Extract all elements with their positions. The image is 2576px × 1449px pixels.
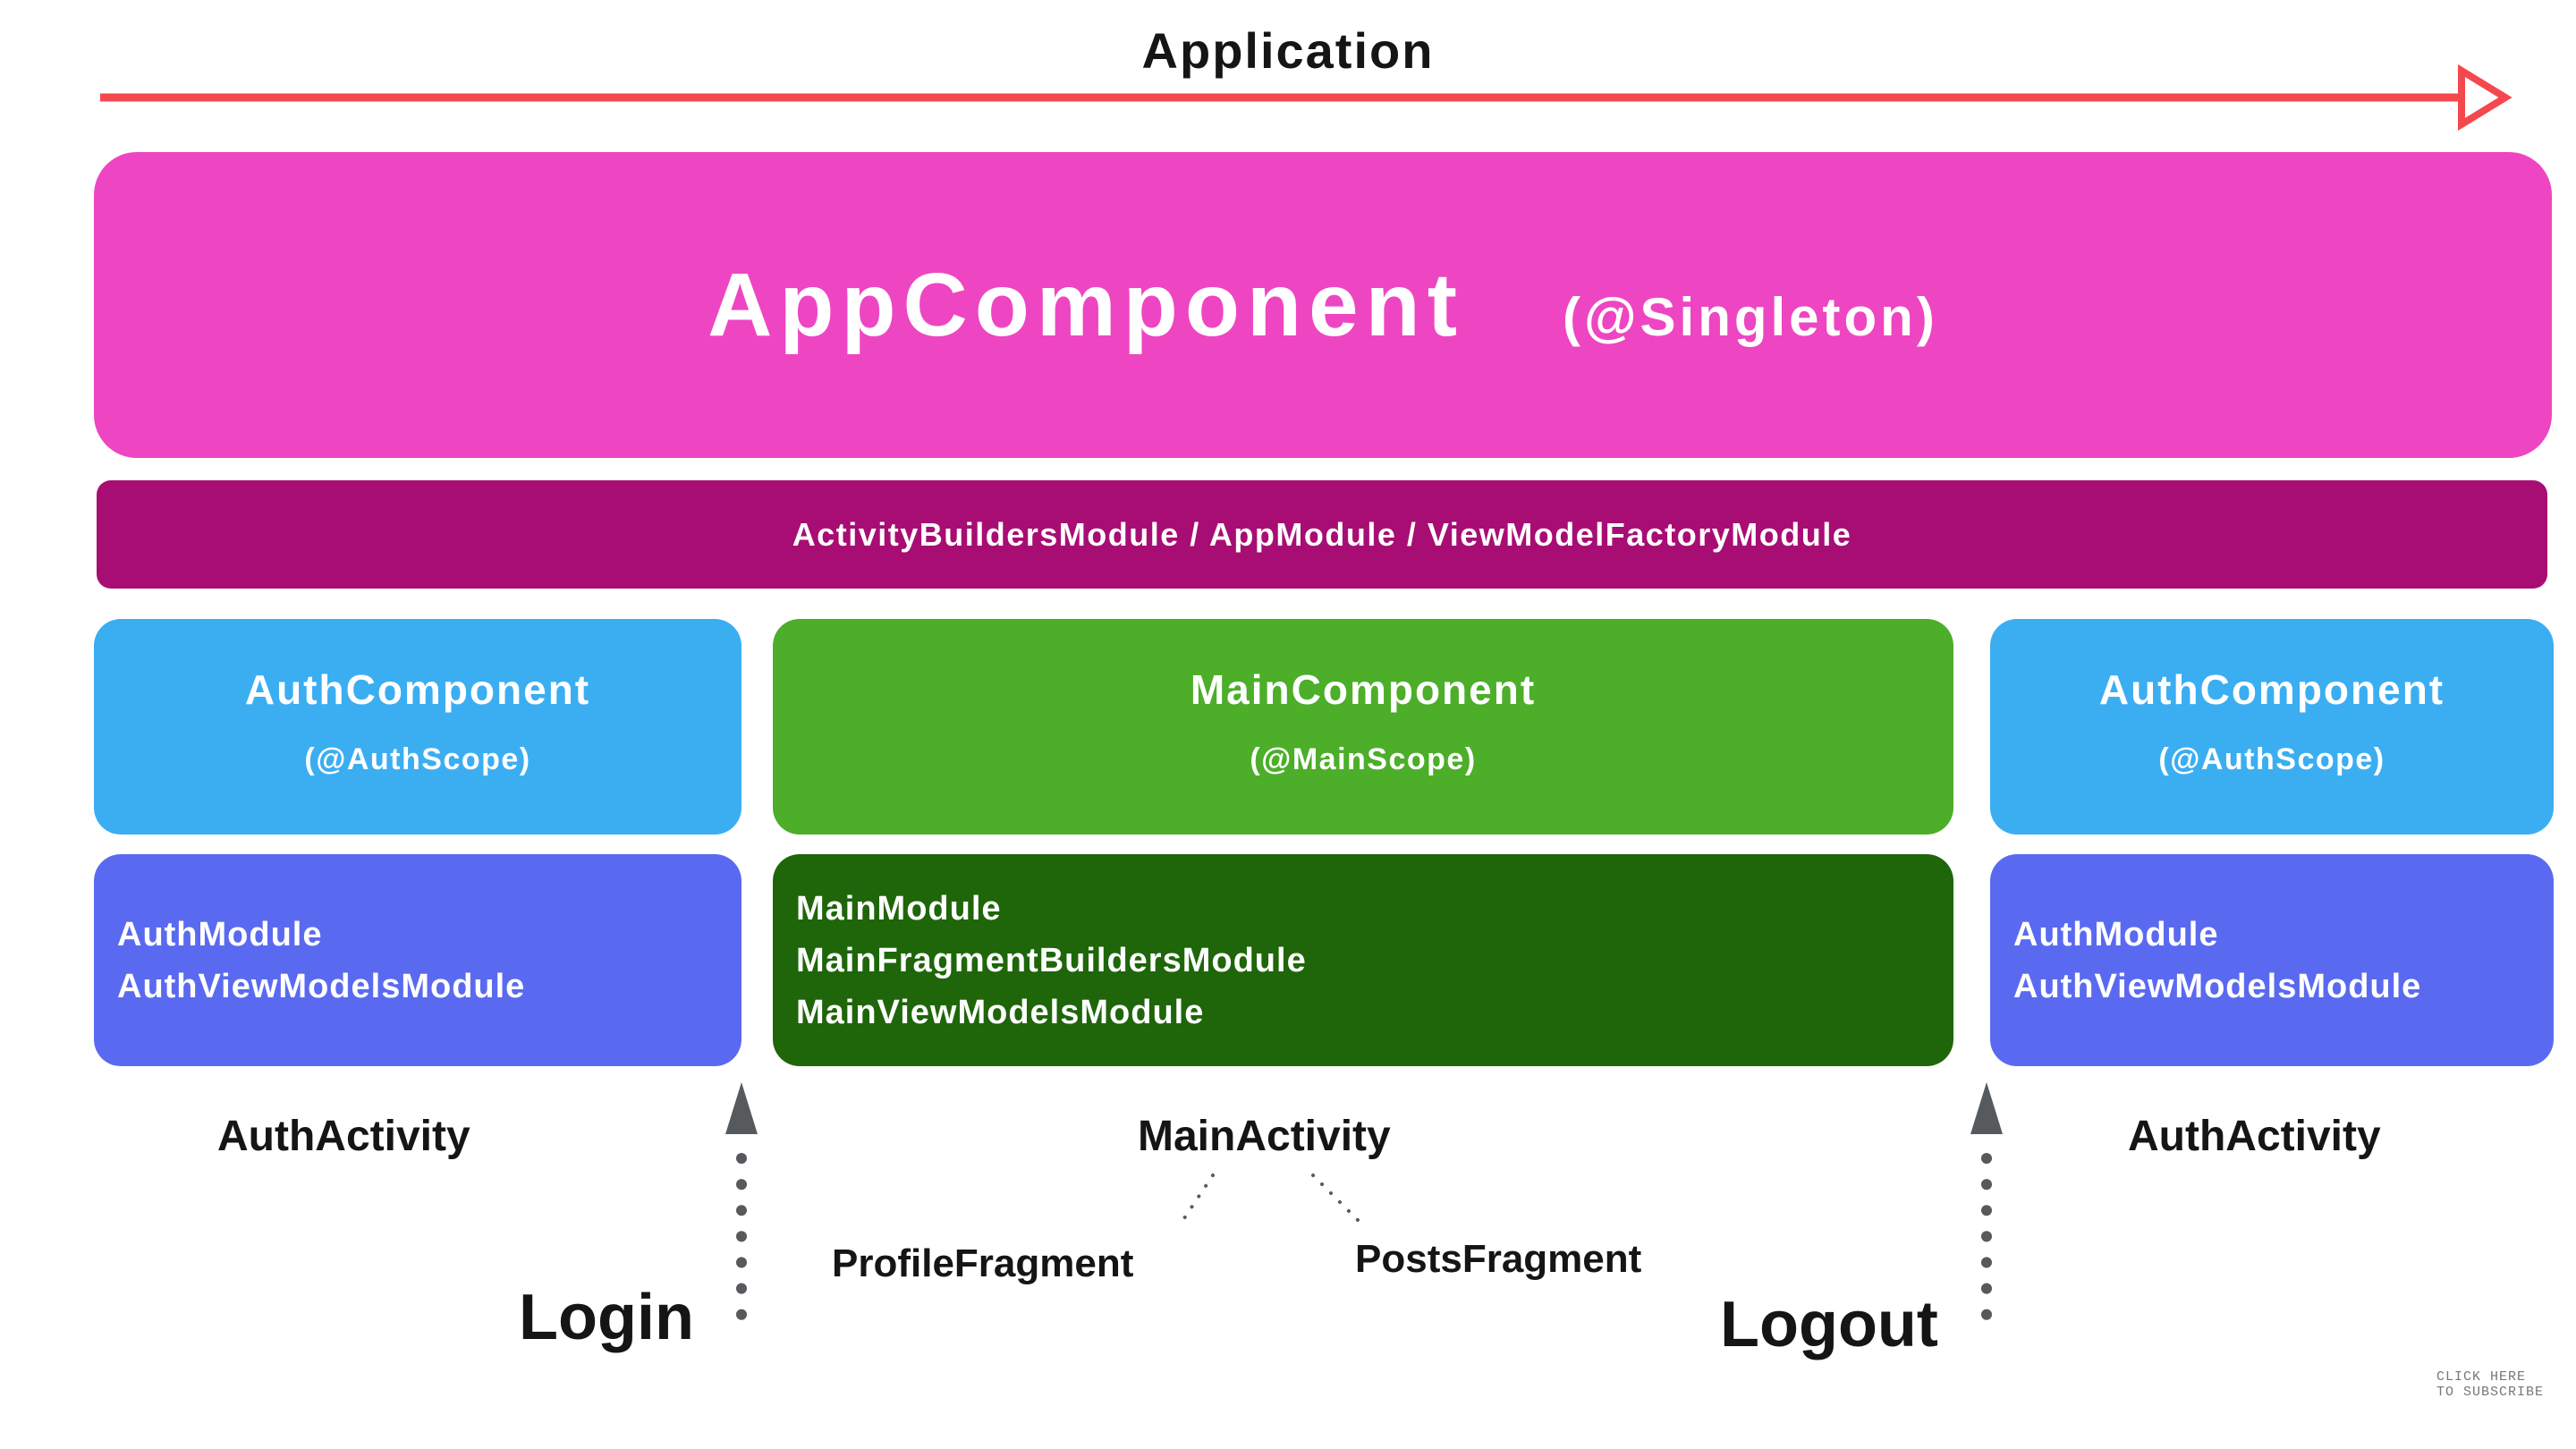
auth-component-left-name: AuthComponent [244,666,591,713]
app-component-label-group: AppComponent (@Singleton) [708,254,1938,357]
logout-arrow-icon [1970,1082,2003,1338]
application-arrow-icon [100,64,2512,131]
module-line: AuthModule [2013,915,2219,953]
login-label: Login [519,1282,694,1353]
auth-component-left-box: AuthComponent (@AuthScope) [94,619,741,835]
fragment-connector-icons [1179,1174,1360,1225]
main-activity-label: MainActivity [1138,1113,1391,1160]
auth-component-right-scope: (@AuthScope) [2158,742,2385,776]
auth-component-right-name: AuthComponent [2098,666,2445,713]
module-line: AuthModule [117,915,323,953]
main-component-box: MainComponent (@MainScope) [773,619,1953,835]
module-line: AuthViewModelsModule [2013,967,2422,1005]
module-line: MainViewModelsModule [796,993,1205,1031]
subscribe-watermark: CLICK HERE TO SUBSCRIBE [2436,1369,2544,1400]
app-component-name: AppComponent [708,254,1465,355]
module-line: MainFragmentBuildersModule [796,941,1307,979]
login-arrow-icon [725,1082,758,1338]
auth-modules-left-box: AuthModule AuthViewModelsModule [94,854,741,1066]
logout-label: Logout [1720,1289,1938,1360]
subscribe-line1: CLICK HERE [2436,1369,2527,1385]
app-component-box: AppComponent (@Singleton) [94,152,2552,458]
module-line: AuthViewModelsModule [117,967,526,1005]
posts-fragment-label: PostsFragment [1355,1237,1642,1281]
auth-component-right-box: AuthComponent (@AuthScope) [1990,619,2554,835]
auth-modules-right-box: AuthModule AuthViewModelsModule [1990,854,2554,1066]
app-modules-bar-label: ActivityBuildersModule / AppModule / Vie… [792,515,1852,553]
app-modules-bar: ActivityBuildersModule / AppModule / Vie… [97,480,2547,589]
app-component-scope: (@Singleton) [1563,286,1938,347]
auth-activity-right-label: AuthActivity [2128,1113,2381,1160]
profile-fragment-label: ProfileFragment [832,1241,1134,1285]
module-line: MainModule [796,889,1002,928]
auth-activity-left-label: AuthActivity [217,1113,470,1160]
main-component-scope: (@MainScope) [1250,742,1477,776]
main-modules-box: MainModule MainFragmentBuildersModule Ma… [773,854,1953,1066]
subscribe-line2: TO SUBSCRIBE [2436,1385,2545,1400]
application-title: Application [1141,22,1435,79]
main-component-name: MainComponent [1190,666,1537,713]
auth-component-left-scope: (@AuthScope) [304,742,531,776]
